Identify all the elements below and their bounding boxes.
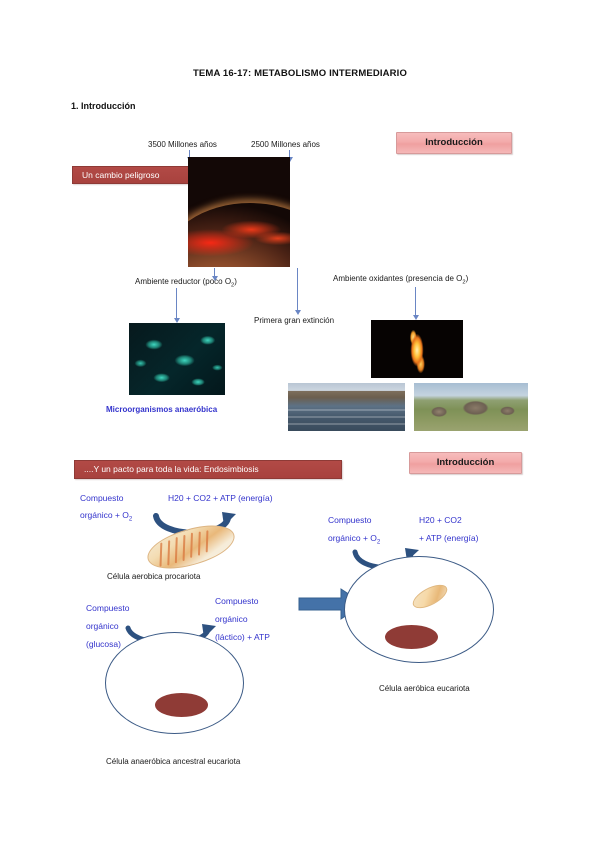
timeline-arrow-right: [286, 150, 293, 162]
label-anaerobic-input-3: (glucosa): [86, 639, 121, 649]
label-aerobic-output-1: H20 + CO2: [419, 515, 462, 525]
crista: [190, 532, 193, 558]
label-primera-gran-extincion: Primera gran extinción: [254, 316, 335, 325]
label-anaerobic-output-2: orgánico: [215, 614, 248, 624]
crista: [167, 540, 171, 566]
caption-celula-aerobica-eucariota: Célula aeróbica eucariota: [379, 684, 470, 693]
label-anaerobic-output-3: (láctico) + ATP: [215, 632, 270, 642]
arrow-reductor-to-microorganismos: [173, 288, 180, 323]
caption-celula-aerobica-procariota: Célula aerobica procariota: [107, 572, 201, 581]
badge-introduccion-top: Introducción: [396, 132, 512, 154]
crista: [159, 542, 163, 567]
nucleus-aerobic-eukaryote: [385, 625, 438, 649]
crista: [174, 537, 178, 564]
label-anaerobic-input-2: orgánico: [86, 621, 119, 631]
label-microorganismos-anaerobica: Microorganismos anaeróbica: [106, 405, 218, 414]
arrow-oxidante-to-fire: [412, 287, 419, 320]
page-title: TEMA 16-17: METABOLISMO INTERMEDIARIO: [192, 68, 408, 79]
label-ambiente-reductor: Ambiente reductor (poco O2): [135, 277, 237, 289]
image-fire: [371, 320, 463, 378]
image-elephants: [414, 383, 528, 431]
arrow-planet-to-reductor: [211, 268, 218, 281]
image-early-earth-planet: [188, 157, 290, 267]
label-anaerobic-input-1: Compuesto: [86, 603, 130, 613]
mine-terrace-line: [288, 416, 405, 418]
image-open-pit-mine: [288, 383, 405, 431]
mine-terrace-line: [288, 409, 405, 411]
caption-celula-anaerobica-ancestral-eucariota: Célula anaeróbica ancestral eucariota: [106, 757, 241, 766]
label-aerobic-output-2: + ATP (energía): [419, 533, 479, 543]
mine-terrace-line: [288, 423, 405, 425]
timeline-label-right: 2500 Millones años: [251, 140, 320, 149]
label-prokaryote-output: H20 + CO2 + ATP (energía): [168, 493, 273, 503]
label-ambiente-oxidante: Ambiente oxidantes (presencia de O2): [333, 274, 469, 286]
label-prokaryote-input-2: orgánico + O2: [80, 510, 133, 523]
badge-introduccion-bottom: Introducción: [409, 452, 522, 474]
cell-anaerobic-ancestral-eukaryote: [105, 632, 244, 734]
banner-endosimbiosis: ....Y un pacto para toda la vida: Endosi…: [74, 460, 342, 479]
arrow-planet-to-extincion: [294, 268, 301, 315]
crista: [182, 534, 186, 561]
banner-un-cambio-peligroso: Un cambio peligroso: [72, 166, 198, 184]
timeline-label-left: 3500 Millones años: [148, 140, 217, 149]
label-aerobic-input-2: orgánico + O2: [328, 533, 381, 546]
label-aerobic-input-1: Compuesto: [328, 515, 372, 525]
section-heading-introduccion: 1. Introducción: [71, 101, 136, 111]
label-prokaryote-input-1: Compuesto: [80, 493, 124, 503]
timeline-arrow-left: [186, 150, 193, 162]
image-anaerobic-microorganisms: [129, 323, 225, 395]
planet-limb-glow: [188, 203, 290, 267]
label-anaerobic-output-1: Compuesto: [215, 596, 259, 606]
nucleus-anaerobic-eukaryote: [155, 693, 208, 717]
crista: [197, 531, 201, 556]
crista: [205, 530, 209, 553]
